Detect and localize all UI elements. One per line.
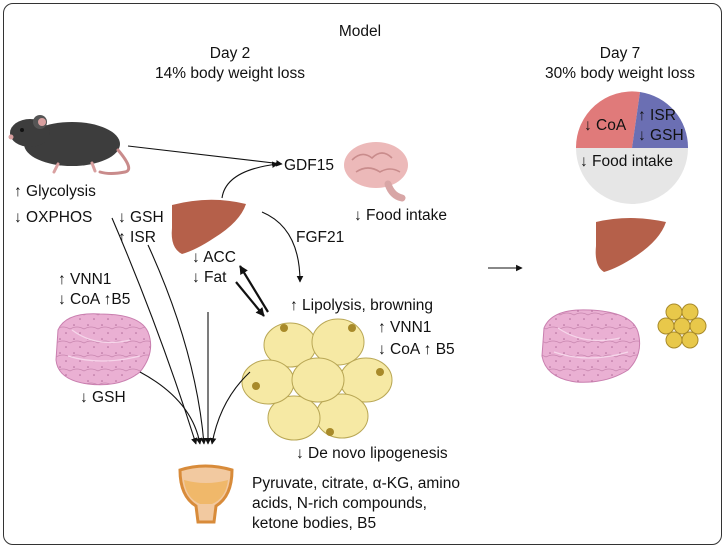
- pie-coa-label: ↓ CoA: [584, 117, 627, 134]
- adipose-day7-icon: [657, 303, 707, 349]
- muscle-gsh-label: ↓ GSH: [80, 389, 126, 406]
- urine-line-2: acids, N-rich compounds,: [252, 495, 427, 512]
- lipogenesis-label: ↓ De novo lipogenesis: [296, 445, 448, 462]
- oxphos-label: ↓ OXPHOS: [14, 209, 93, 226]
- glycolysis-label: ↑ Glycolysis: [14, 183, 96, 200]
- lipolysis-label: ↑ Lipolysis, browning: [290, 297, 434, 314]
- day2-subtitle: 14% body weight loss: [155, 65, 305, 82]
- liver-acc-label: ↓ ACC: [192, 249, 236, 266]
- adipose-icon: [241, 318, 393, 441]
- muscle-icon: [55, 313, 152, 386]
- brain-icon: [344, 142, 408, 202]
- pie-slice-isr: [632, 92, 689, 148]
- liver-day7-icon: [595, 218, 666, 272]
- liver-fat-label: ↓ Fat: [192, 269, 227, 286]
- day2-title: Day 2: [209, 45, 251, 62]
- day7-subtitle: 30% body weight loss: [545, 65, 695, 82]
- pie-slice-food: [576, 148, 688, 204]
- liver-isr-label: ↑ ISR: [118, 229, 156, 246]
- gdf15-label: GDF15: [284, 157, 334, 174]
- bladder-icon: [178, 464, 234, 524]
- muscle-day7-icon: [541, 309, 641, 383]
- day7-pie: [575, 91, 689, 204]
- fgf21-label: FGF21: [296, 229, 345, 246]
- brain-food-intake-label: ↓ Food intake: [354, 207, 448, 224]
- liver-icon: [171, 199, 246, 254]
- urine-line-1: Pyruvate, citrate, α-KG, amino: [252, 475, 460, 492]
- arrows: [111, 145, 523, 445]
- figure-frame: [3, 3, 722, 545]
- muscle-vnn1-label: ↑ VNN1: [58, 271, 112, 288]
- pie-slice-coa: [575, 91, 640, 148]
- pie-gsh-label: ↓ GSH: [638, 127, 684, 144]
- adipose-coa-b5-label: ↓ CoA ↑ B5: [378, 341, 455, 358]
- muscle-coa-b5-label: ↓ CoA ↑B5: [58, 291, 131, 308]
- pie-isr-label: ↑ ISR: [638, 107, 676, 124]
- adipose-vnn1-label: ↑ VNN1: [378, 319, 432, 336]
- urine-line-3: ketone bodies, B5: [252, 515, 377, 532]
- mouse-icon: [8, 115, 131, 175]
- diagram-title: Model: [338, 23, 382, 40]
- pie-food-intake-label: ↓ Food intake: [580, 153, 674, 170]
- day7-title: Day 7: [599, 45, 641, 62]
- liver-gsh-label: ↓ GSH: [118, 209, 164, 226]
